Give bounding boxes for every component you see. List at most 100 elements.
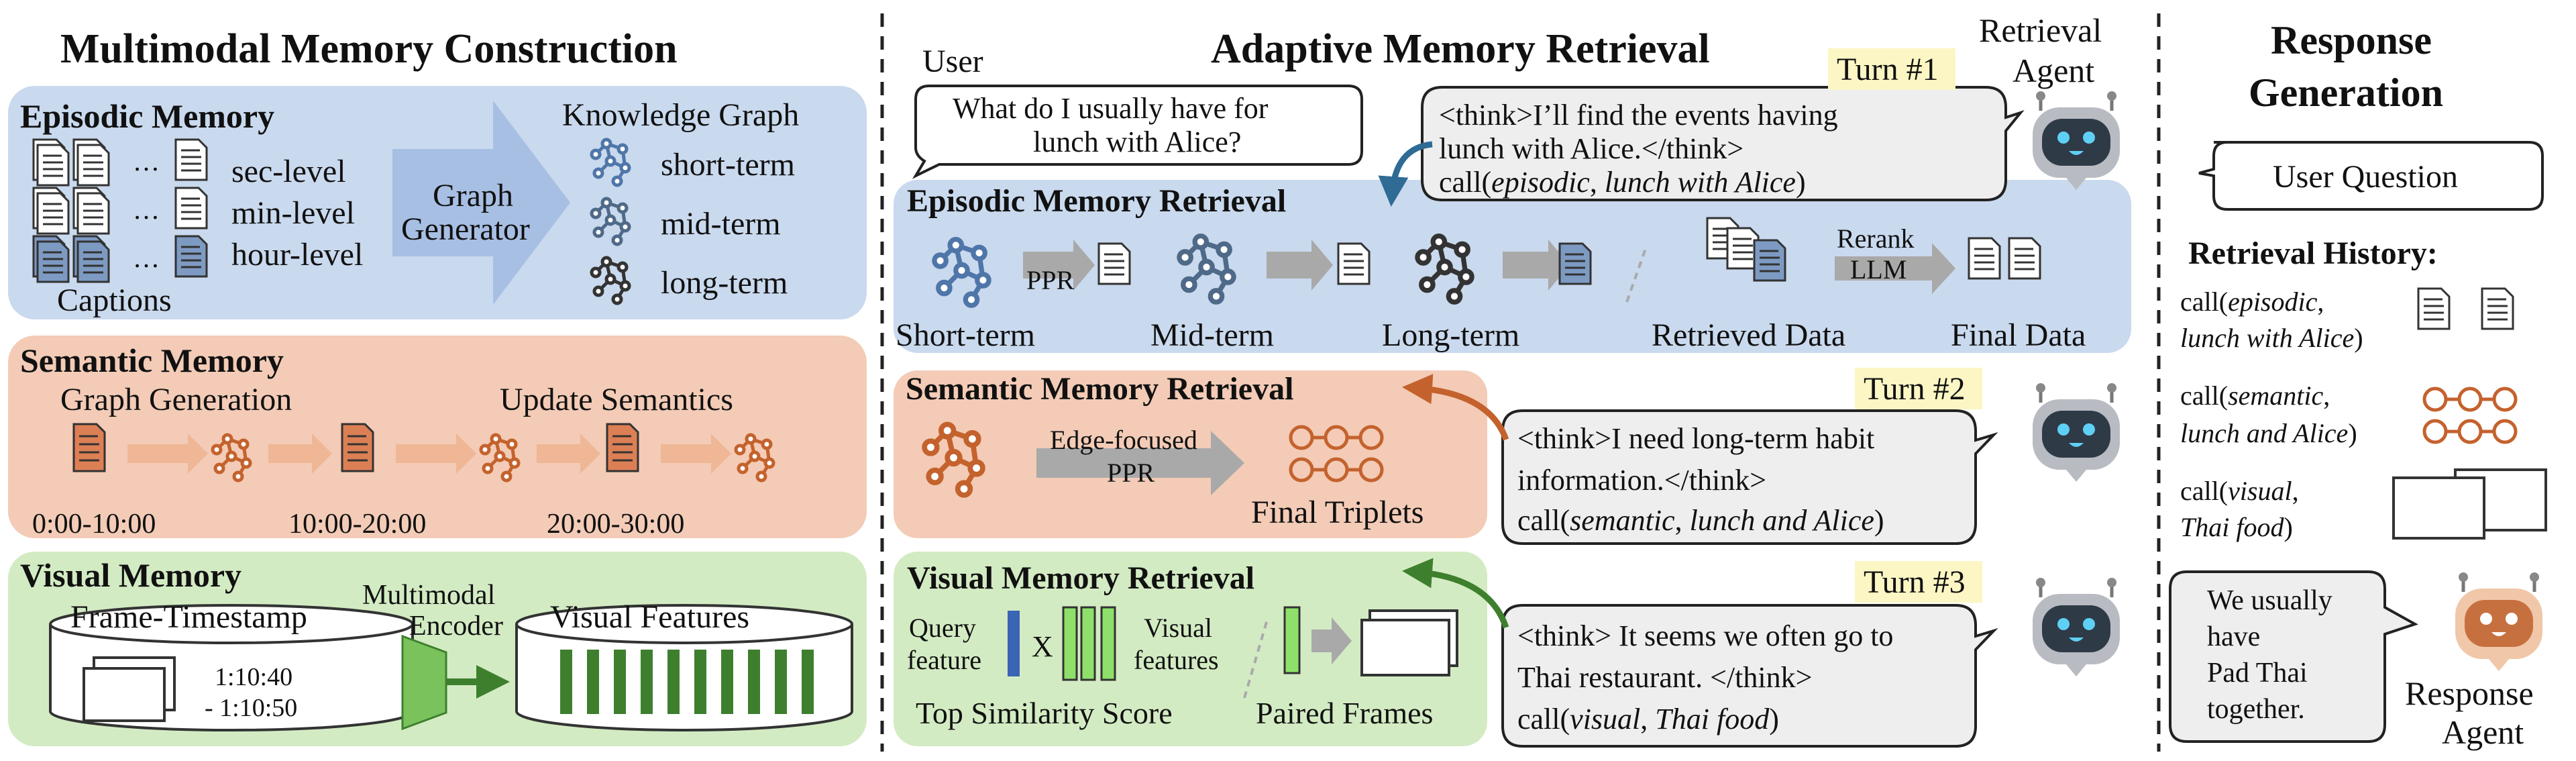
retrieval-history-title: Retrieval History:	[2188, 236, 2438, 271]
turn-1-label: Turn #1	[1837, 52, 1939, 87]
think-3-line-2: Thai restaurant. </think>	[1517, 661, 1813, 694]
visual-feature-bars	[560, 650, 814, 714]
edge-focused-label: Edge-focused	[1050, 425, 1197, 455]
triplet-node	[2457, 387, 2483, 412]
visual-features-label-2: features	[1134, 645, 1219, 675]
frame-timestamp-label: Frame-Timestamp	[70, 599, 307, 635]
feature-bar	[748, 650, 760, 714]
answer-line-2: have	[2207, 621, 2261, 652]
turn-3-highlight	[1855, 561, 1982, 603]
history-call-3-line-2: Thai food)	[2180, 512, 2293, 542]
final-triplets-label: Final Triplets	[1251, 495, 1424, 530]
arrow-to-visual	[1402, 558, 1509, 629]
retrieval-agent-robot-1	[2033, 91, 2120, 190]
answer-line-4: together.	[2207, 694, 2305, 725]
ppr-label: PPR	[1026, 265, 1075, 295]
svg-text:…: …	[133, 146, 160, 176]
retrieval-agent-robot-3	[2033, 578, 2120, 676]
feature-bar	[641, 650, 653, 714]
answer-bubble	[2169, 570, 2418, 743]
semantic-time-1: 0:00-10:00	[32, 509, 156, 540]
visual-features-label-1: Visual	[1144, 613, 1213, 643]
knowledge-graph-title: Knowledge Graph	[562, 97, 800, 133]
think-bubble-2	[1501, 409, 1998, 545]
user-query-bubble	[912, 85, 1363, 179]
final-data-label: Final Data	[1951, 317, 2086, 353]
think-1-line-2: lunch with Alice.</think>	[1439, 132, 1744, 165]
captions-label: Captions	[57, 283, 172, 318]
triplet-node	[1358, 457, 1384, 483]
graph-generator-arrow	[392, 101, 570, 305]
call-2: call(semantic, lunch and Alice)	[1517, 504, 1884, 537]
episodic-level-sec: sec-level	[231, 154, 346, 189]
feature-bar	[802, 650, 814, 714]
section-title-construction: Multimodal Memory Construction	[60, 26, 678, 72]
feature-bar	[614, 650, 626, 714]
section-title-generation-2: Generation	[2249, 70, 2443, 115]
triplet-node	[2492, 387, 2518, 412]
think-1-line-1: <think>I’ll find the events having	[1439, 99, 1838, 132]
paired-frames-label: Paired Frames	[1256, 696, 1434, 730]
query-feature-label-1: Query	[909, 613, 976, 643]
time-range-start: 1:10:40	[215, 663, 293, 691]
kg-short-term-label: short-term	[661, 147, 795, 183]
svg-text:…: …	[133, 195, 160, 225]
multimodal-encoder-icon	[401, 634, 447, 731]
frame-timestamp-cylinder	[49, 604, 414, 731]
response-agent-label-2: Agent	[2442, 713, 2524, 751]
triplet-node	[1358, 425, 1384, 450]
kg-long-term-label: long-term	[661, 265, 788, 301]
feature-bar	[587, 650, 599, 714]
long-term-label: Long-term	[1382, 317, 1520, 353]
caption-docs-icon: … … …	[32, 138, 208, 283]
kg-mid-term-label: mid-term	[661, 206, 781, 242]
think-bubble-1	[1421, 86, 2025, 201]
edge-ppr-label: PPR	[1107, 458, 1155, 488]
answer-line-3: Pad Thai	[2207, 658, 2308, 689]
semantic-memory-title: Semantic Memory	[20, 342, 284, 379]
think-2-line-2: information.</think>	[1517, 464, 1767, 497]
think-2-line-1: <think>I need long-term habit	[1517, 422, 1875, 455]
history-frames-icon	[2392, 468, 2547, 540]
turn-1-highlight	[1828, 48, 1955, 90]
time-range-end: - 1:10:50	[205, 694, 298, 722]
history-call-2-line-2: lunch and Alice)	[2180, 418, 2357, 448]
semantic-time-2: 10:00-20:00	[288, 509, 427, 540]
answer-line-1: We usually	[2207, 585, 2332, 616]
encoder-label-2: Encoder	[409, 611, 503, 642]
feature-bar	[667, 650, 680, 714]
think-3-line-1: <think> It seems we often go to	[1517, 619, 1894, 652]
encoder-label-1: Multimodal	[362, 580, 496, 611]
mid-term-label: Mid-term	[1150, 317, 1274, 353]
llm-label: LLM	[1850, 254, 1907, 285]
section-title-generation-1: Response	[2271, 18, 2432, 62]
history-triplets-icon	[2422, 387, 2518, 444]
semantic-retrieval-flow	[924, 424, 1384, 495]
response-agent-robot	[2455, 572, 2542, 671]
graph-generator-label-2: Generator	[401, 211, 530, 247]
rerank-label: Rerank	[1837, 223, 1915, 254]
visual-retrieval-flow	[1008, 606, 1458, 699]
episodic-level-hour: hour-level	[231, 237, 364, 272]
visual-features-cylinder	[515, 604, 853, 731]
history-call-1-line-1: call(episodic,	[2180, 287, 2324, 317]
visual-retrieval-title: Visual Memory Retrieval	[907, 560, 1255, 596]
semantic-retrieval-title: Semantic Memory Retrieval	[906, 371, 1294, 407]
retrieved-data-label: Retrieved Data	[1652, 317, 1846, 353]
semantic-memory-panel	[8, 336, 867, 538]
turn-2-label: Turn #2	[1864, 371, 1966, 407]
episodic-retrieval-title: Episodic Memory Retrieval	[907, 183, 1287, 219]
user-query-line-2: lunch with Alice?	[1033, 125, 1242, 158]
turn-2-highlight	[1855, 368, 1982, 409]
history-call-2-line-1: call(semantic,	[2180, 380, 2330, 411]
history-docs-icon	[2417, 287, 2514, 330]
feature-bar	[560, 650, 572, 714]
svg-text:…: …	[133, 243, 160, 273]
call-3: call(visual, Thai food)	[1517, 703, 1779, 735]
feature-bar	[721, 650, 733, 714]
arrow-to-semantic	[1402, 374, 1509, 441]
feature-bar	[775, 650, 787, 714]
call-1: call(episodic, lunch with Alice)	[1439, 166, 1806, 199]
turn-3-label: Turn #3	[1864, 564, 1966, 600]
